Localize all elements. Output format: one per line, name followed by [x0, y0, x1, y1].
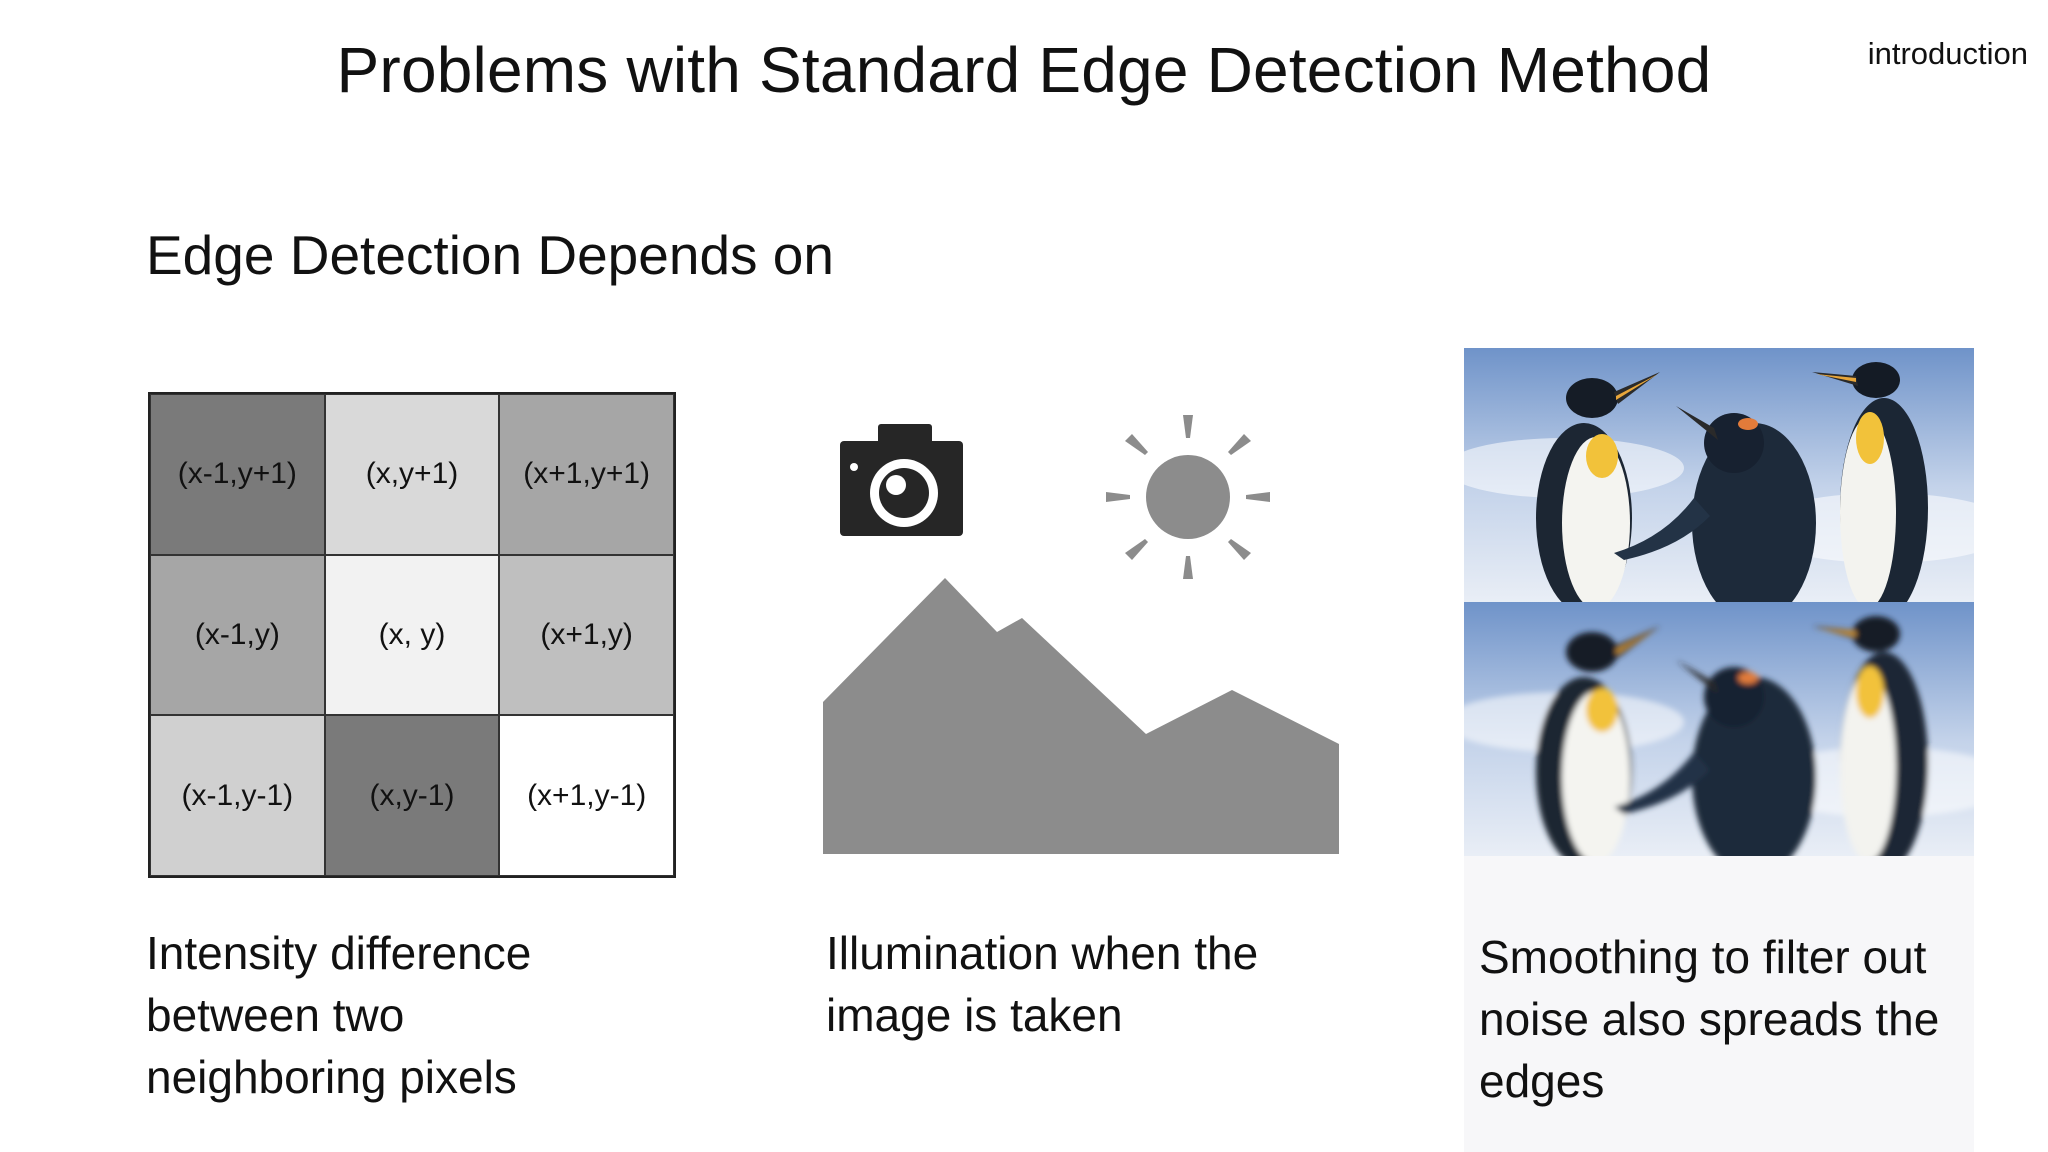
penguin-image-sharp — [1464, 348, 1974, 602]
caption-line: noise also spreads the — [1479, 993, 1940, 1045]
pixel-grid: (x-1,y+1) (x,y+1) (x+1,y+1) (x-1,y) (x, … — [148, 392, 676, 878]
caption-line: Smoothing to filter out — [1479, 931, 1927, 983]
penguin-middle — [1614, 660, 1816, 856]
caption-line: image is taken — [826, 989, 1123, 1041]
camera-icon — [840, 424, 963, 536]
mountain-icon — [823, 578, 1339, 854]
pixel-cell: (x-1,y-1) — [150, 715, 325, 876]
pixel-cell: (x+1,y+1) — [499, 394, 674, 555]
penguin-middle — [1614, 406, 1816, 602]
caption-smoothing: Smoothing to filter out noise also sprea… — [1479, 926, 1939, 1112]
pixel-cell: (x-1,y) — [150, 554, 325, 716]
penguin-image-smoothed — [1464, 602, 1974, 856]
pixel-cell: (x, y) — [324, 554, 500, 716]
caption-line: neighboring pixels — [146, 1051, 517, 1103]
penguin-left — [1536, 372, 1660, 602]
camera-sun-mountain-icon — [823, 415, 1339, 854]
section-tag: introduction — [1867, 36, 2028, 71]
penguin-right — [1812, 616, 1928, 856]
caption-line: Intensity difference — [146, 927, 532, 979]
caption-line: Illumination when the — [826, 927, 1259, 979]
penguin-left — [1536, 626, 1660, 856]
pixel-cell: (x+1,y) — [499, 554, 674, 716]
slide-title: Problems with Standard Edge Detection Me… — [336, 34, 1712, 106]
sun-icon — [1106, 415, 1270, 579]
pixel-cell: (x,y-1) — [324, 715, 500, 876]
caption-line: between two — [146, 989, 405, 1041]
penguin-right — [1812, 362, 1928, 602]
caption-illumination: Illumination when the image is taken — [826, 922, 1258, 1046]
caption-line: edges — [1479, 1055, 1605, 1107]
smoothing-panel — [1464, 348, 1974, 1152]
subheading: Edge Detection Depends on — [146, 224, 834, 286]
caption-intensity: Intensity difference between two neighbo… — [146, 922, 531, 1108]
pixel-cell: (x,y+1) — [324, 394, 500, 555]
pixel-cell: (x+1,y-1) — [499, 715, 674, 876]
pixel-cell: (x-1,y+1) — [150, 394, 325, 555]
